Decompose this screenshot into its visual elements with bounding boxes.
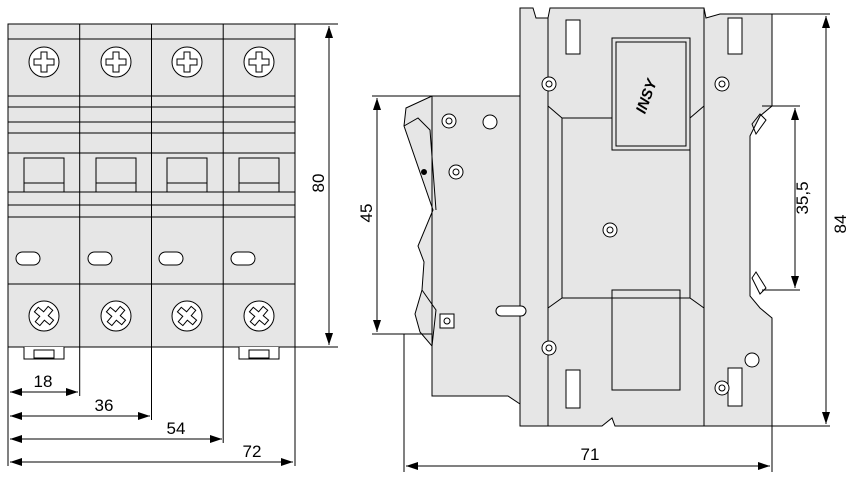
side-body-outline <box>403 7 773 427</box>
side-height-label-45: 45 <box>357 204 376 223</box>
din-clip <box>23 347 280 360</box>
side-dimensions <box>372 13 830 472</box>
phillips-screw-bottom-icon <box>28 300 275 332</box>
rivet-icons <box>421 76 760 396</box>
width-label-72: 72 <box>243 442 262 461</box>
rail-height-label: 35,5 <box>793 181 812 214</box>
toggle-levers <box>23 157 280 193</box>
indicator-windows <box>15 251 256 266</box>
total-height-label: 84 <box>831 215 850 234</box>
width-label-18: 18 <box>34 372 53 391</box>
depth-label: 71 <box>581 445 600 464</box>
side-view <box>403 7 773 427</box>
front-height-label: 80 <box>309 174 328 193</box>
width-label-36: 36 <box>95 396 114 415</box>
rating-window <box>611 289 681 391</box>
phillips-screw-top-icon <box>28 46 275 78</box>
front-dimensions <box>7 23 338 466</box>
logo-window <box>611 37 691 151</box>
front-view <box>7 23 296 360</box>
width-label-54: 54 <box>167 419 186 438</box>
